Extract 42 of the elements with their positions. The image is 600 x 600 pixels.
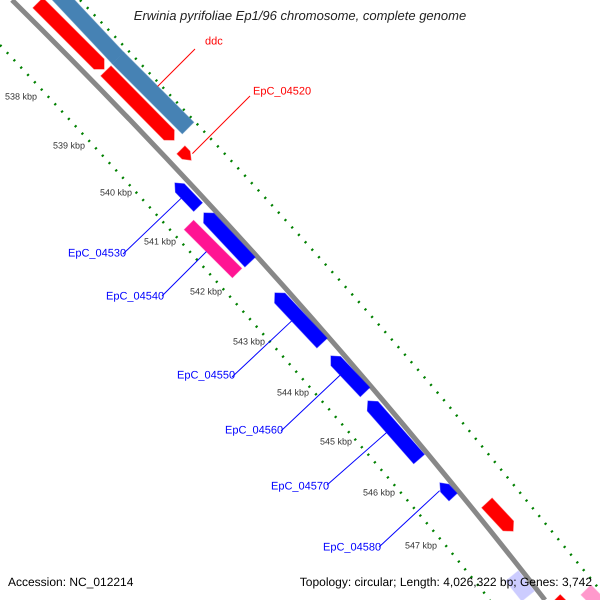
- map-info: Accession: NC_012214: [8, 576, 134, 588]
- scale-label: 547 kbp: [405, 542, 438, 550]
- map-info: Topology: circular; Length: 4,026,322 bp; Genes: 3,742: [300, 576, 592, 588]
- gene-label: EpC_04520: [253, 86, 312, 98]
- gene-feature-band: [50, 0, 124, 64]
- leader-line: [326, 432, 388, 486]
- leader-line: [157, 48, 196, 87]
- scale-label: 543 kbp: [233, 338, 266, 346]
- scale-label: 542 kbp: [190, 288, 222, 296]
- leader-line: [162, 251, 207, 296]
- scale-label: 546 kbp: [363, 488, 396, 498]
- gene-label: EpC_04570: [271, 482, 330, 492]
- gene-feature-block: [203, 212, 256, 268]
- gene-feature-band: [184, 220, 242, 278]
- gene-label: ddc: [205, 36, 223, 48]
- gene-feature-block: [174, 182, 203, 212]
- gene-feature-block: [274, 292, 328, 348]
- gene-feature-block: [32, 0, 104, 70]
- gene-label: EpC_04550: [177, 370, 236, 382]
- leader-line: [232, 320, 292, 378]
- scale-label: 541 kbp: [144, 238, 176, 246]
- gene-label: EpC_04530: [68, 248, 126, 260]
- map-title: Erwinia pyrifoliae Ep1/96 chromosome, complete genome: [134, 9, 466, 22]
- gene-feature-block: [176, 145, 192, 161]
- gene-label: EpC_04540: [106, 292, 164, 302]
- scale-label: 540 kbp: [100, 188, 132, 198]
- scale-label: 539 kbp: [53, 142, 86, 150]
- gene-feature-block: [100, 65, 175, 140]
- leader-line: [192, 96, 250, 154]
- leader-line: [378, 490, 440, 548]
- gene-feature-block: [481, 498, 514, 532]
- scale-label: 544 kbp: [277, 388, 310, 398]
- gene-feature-band: [112, 52, 194, 134]
- scale-label: 545 kbp: [320, 438, 352, 446]
- leader-line: [122, 198, 182, 254]
- scale-label: 538 kbp: [5, 92, 38, 102]
- gene-feature-block: [366, 400, 425, 464]
- leader-line: [280, 374, 341, 432]
- gene-label: EpC_04580: [323, 542, 382, 554]
- gene-feature-block: [439, 482, 458, 502]
- gene-label: EpC_04560: [225, 426, 284, 436]
- gene-feature-block: [330, 355, 370, 398]
